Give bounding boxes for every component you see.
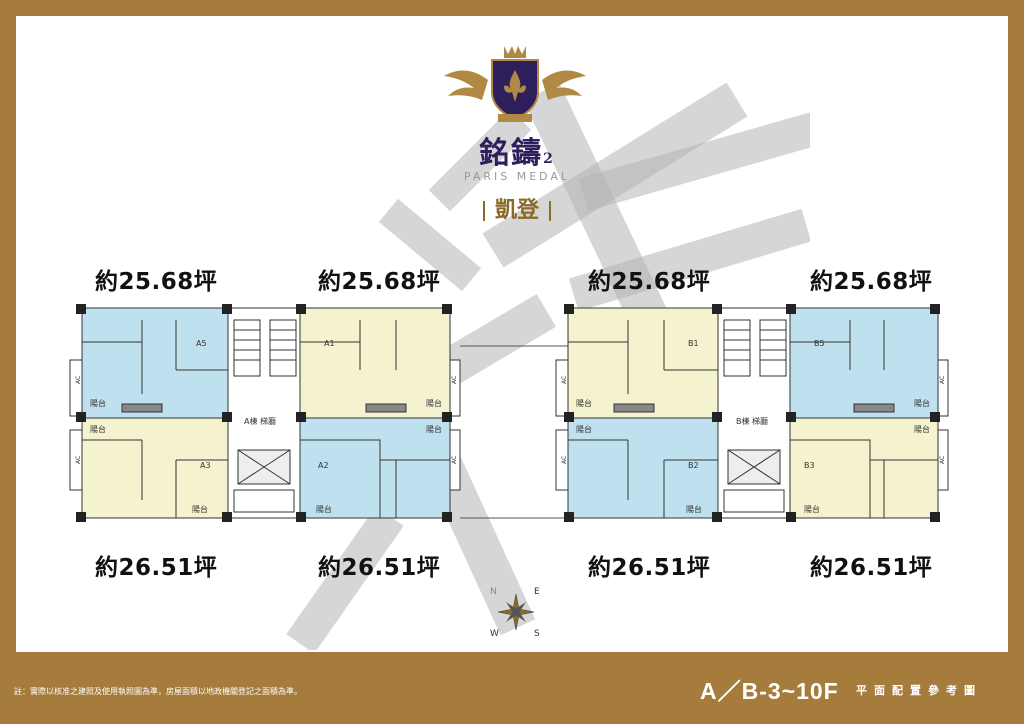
balcony-label: 陽台	[426, 424, 442, 434]
unit-b1-area: 約25.68坪	[588, 269, 711, 295]
balcony-label: 陽台	[914, 424, 930, 434]
brand-title-text: 銘鑄	[479, 136, 544, 171]
balcony-label: 陽台	[90, 398, 106, 408]
balcony-label: 陽台	[90, 424, 106, 434]
balcony-label: 陽台	[576, 424, 592, 434]
building-b-floor-plan: B1 B5 B2 B3 陽台 陽台 陽台 陽台 陽台 陽台 B棟 梯廳 AC A…	[555, 304, 949, 522]
unit-b3-area: 約26.51坪	[810, 555, 933, 581]
unit-a1-area: 約25.68坪	[318, 269, 441, 295]
unit-code-b5: B5	[814, 339, 825, 348]
compass-s-label: S	[534, 629, 540, 639]
balcony-label: 陽台	[426, 398, 442, 408]
brand-title-suffix: 2	[543, 151, 555, 167]
compass-w-label: W	[490, 629, 499, 639]
balcony-label: 陽台	[576, 398, 592, 408]
ac-ledge-label: AC	[561, 456, 568, 464]
plan-reference-label: 平面配置參考圖	[856, 684, 982, 697]
compass-n-label: N	[490, 587, 497, 597]
unit-code-a1: A1	[324, 339, 335, 348]
divider	[549, 201, 551, 221]
balcony-label: 陽台	[804, 504, 820, 514]
ac-ledge-label: AC	[939, 376, 946, 384]
paris-medal-logo	[444, 46, 586, 122]
ac-ledge-label: AC	[451, 376, 458, 384]
balcony-label: 陽台	[316, 504, 332, 514]
unit-a5-area: 約25.68坪	[95, 269, 218, 295]
balcony-label: 陽台	[192, 504, 208, 514]
disclaimer-note: 註：實際以核准之建照及使用執照圖為準，房屋面積以地政機關登記之面積為準。	[14, 687, 302, 696]
brand-subtitle: PARIS MEDAL	[463, 170, 571, 183]
floor-range-label: A／B-3~10F	[700, 678, 839, 704]
building-a-floor-plan: A5 A1 A3 A2 陽台 陽台 陽台 陽台 陽台 陽台 A棟 梯廳 AC A…	[69, 304, 461, 522]
lobby-label: B棟 梯廳	[736, 416, 768, 426]
balcony-label: 陽台	[686, 504, 702, 514]
ac-ledge-label: AC	[939, 456, 946, 464]
divider	[482, 201, 485, 221]
unit-a2-area: 約26.51坪	[318, 555, 441, 581]
unit-b5-area: 約25.68坪	[810, 269, 933, 295]
ac-ledge-label: AC	[451, 456, 458, 464]
balcony-label: 陽台	[914, 398, 930, 408]
ac-ledge-label: AC	[75, 456, 82, 464]
unit-code-b2: B2	[688, 461, 699, 470]
compass-rose-icon: N E W S	[490, 587, 540, 639]
brand-title: 銘鑄2	[452, 128, 582, 172]
compass-e-label: E	[534, 587, 540, 597]
unit-code-a5: A5	[196, 339, 207, 348]
unit-code-a3: A3	[200, 461, 211, 470]
unit-code-a2: A2	[318, 461, 329, 470]
case-name-text: 凱登	[494, 197, 539, 223]
ac-ledge-label: AC	[561, 376, 568, 384]
ac-ledge-label: AC	[75, 376, 82, 384]
unit-code-b1: B1	[688, 339, 699, 348]
connecting-walkway	[460, 345, 570, 519]
unit-code-b3: B3	[804, 461, 815, 470]
lobby-label: A棟 梯廳	[244, 416, 276, 426]
case-name: 凱登	[452, 192, 582, 224]
unit-b2-area: 約26.51坪	[588, 555, 711, 581]
unit-a3-area: 約26.51坪	[95, 555, 218, 581]
